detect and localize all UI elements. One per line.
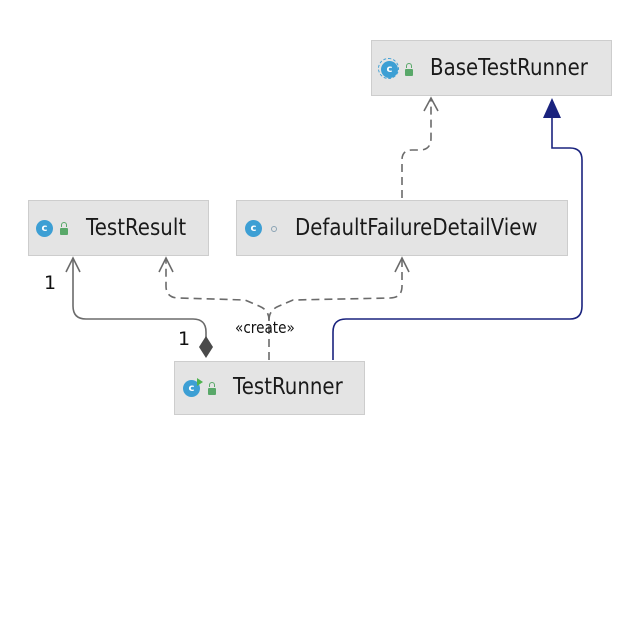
create-dependency-edge-view[interactable] [268, 258, 403, 321]
package-private-icon [271, 226, 277, 232]
run-indicator-icon [197, 378, 203, 386]
class-name: BaseTestRunner [430, 55, 588, 81]
create-dependency-arrowhead-view [394, 256, 410, 273]
class-name: TestResult [86, 215, 187, 241]
class-node-defaultfailuredetailview[interactable]: c DefaultFailureDetailView [236, 200, 568, 256]
create-stereotype-label: «create» [235, 318, 295, 337]
runnable-class-icon: c [183, 378, 203, 397]
implements-arrowhead [423, 96, 439, 112]
class-name: TestRunner [233, 374, 343, 400]
class-name: DefaultFailureDetailView [295, 215, 538, 241]
class-node-testresult[interactable]: c TestResult [28, 200, 209, 256]
multiplicity-label-testresult: 1 [44, 272, 57, 294]
composition-arrowhead [65, 256, 81, 273]
public-lock-icon [60, 222, 69, 235]
multiplicity-label-testrunner: 1 [178, 328, 191, 350]
composition-diamond [199, 336, 213, 358]
implements-edge[interactable] [401, 98, 432, 198]
public-lock-icon [208, 382, 217, 395]
extends-edge[interactable] [332, 118, 583, 360]
public-lock-icon [405, 63, 414, 76]
class-node-testrunner[interactable]: c TestRunner [174, 361, 365, 415]
create-dependency-edge-testresult[interactable] [165, 258, 270, 360]
composition-edge[interactable] [72, 258, 207, 338]
create-dependency-arrowhead-testresult [158, 256, 174, 273]
abstract-class-icon: c [378, 58, 399, 79]
extends-arrowhead [543, 98, 561, 118]
class-node-basetestrunner[interactable]: c BaseTestRunner [371, 40, 612, 96]
class-icon: c [245, 220, 262, 237]
class-icon: c [36, 220, 53, 237]
abstract-ring [378, 58, 399, 79]
